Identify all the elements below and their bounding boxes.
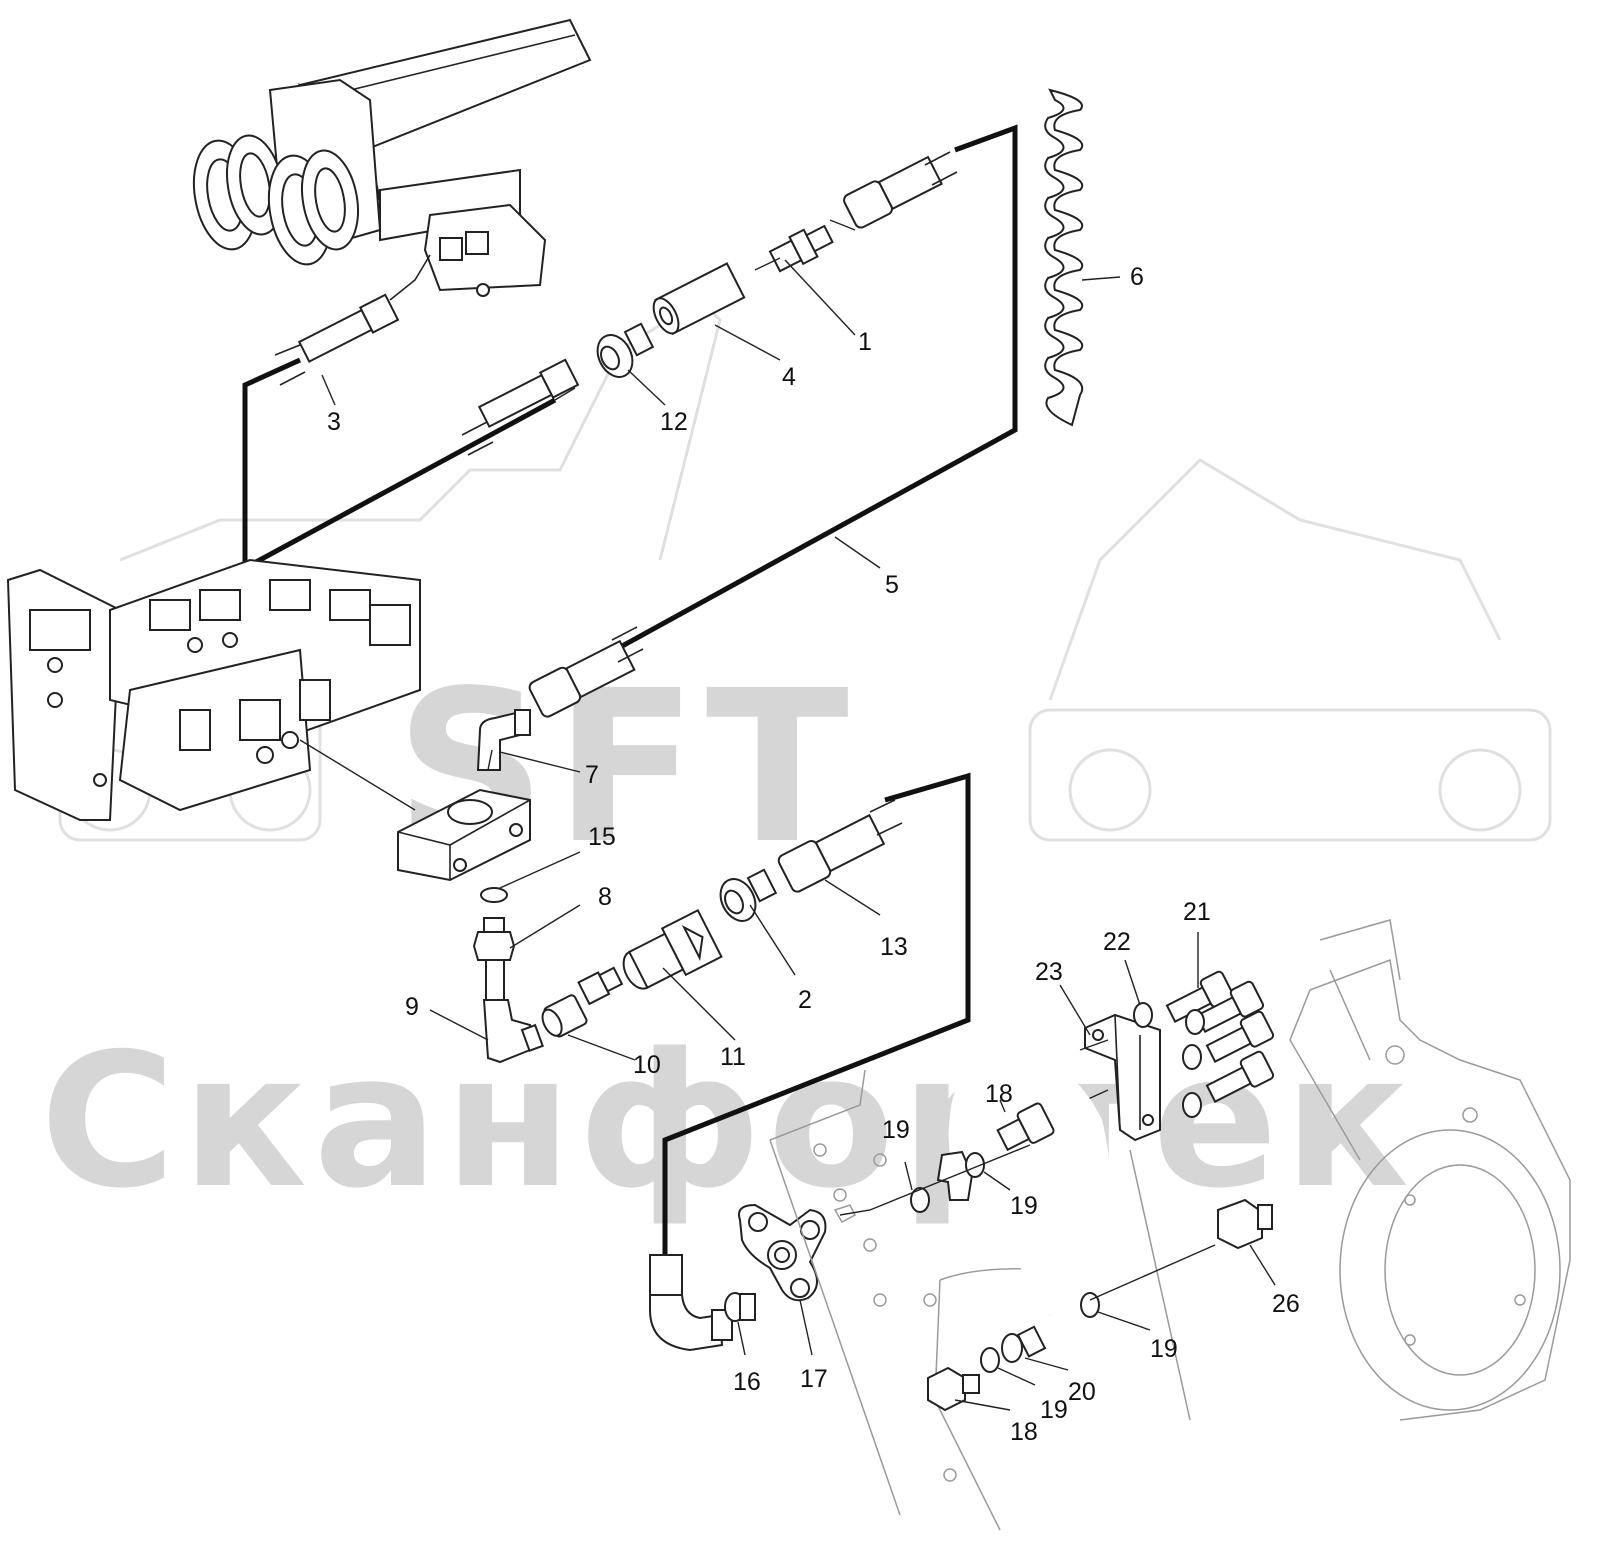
hose-end-13 xyxy=(777,799,903,893)
watermark-company: Сканфортек xyxy=(40,1013,1415,1229)
callout-1[interactable]: 1 xyxy=(858,328,872,356)
callout-6[interactable]: 6 xyxy=(1130,263,1144,291)
callout-19-upper-right[interactable]: 19 xyxy=(1010,1192,1038,1220)
nut-26 xyxy=(1217,1198,1273,1250)
adapter-1 xyxy=(768,224,834,273)
fitting-12 xyxy=(596,322,655,378)
clamp-block xyxy=(397,788,531,882)
adapter-20 xyxy=(1001,1325,1047,1363)
callout-5[interactable]: 5 xyxy=(885,571,899,599)
fitting-16 xyxy=(724,1292,756,1322)
callout-15[interactable]: 15 xyxy=(588,823,616,851)
callout-9[interactable]: 9 xyxy=(405,993,419,1021)
callout-19-right[interactable]: 19 xyxy=(1150,1335,1178,1363)
elbow-lower xyxy=(649,1254,733,1352)
callout-7[interactable]: 7 xyxy=(585,761,599,789)
callout-16[interactable]: 16 xyxy=(733,1368,761,1396)
callout-18-upper[interactable]: 18 xyxy=(985,1080,1013,1108)
elbow-9 xyxy=(482,999,544,1064)
fitting-2 xyxy=(719,868,778,922)
coupling-11 xyxy=(622,908,723,990)
callout-3[interactable]: 3 xyxy=(327,408,341,436)
hose-3 xyxy=(242,254,580,573)
callout-4[interactable]: 4 xyxy=(782,363,796,391)
callout-21[interactable]: 21 xyxy=(1183,898,1211,926)
banjo-bolt-18 xyxy=(996,1102,1055,1152)
callout-22[interactable]: 22 xyxy=(1103,928,1131,956)
hose-end-upper xyxy=(843,151,958,229)
plug-18 xyxy=(927,1366,980,1412)
callouts: 1 2 3 4 5 6 7 8 9 10 11 12 13 15 16 17 1 xyxy=(321,259,1300,1446)
callout-12[interactable]: 12 xyxy=(660,408,688,436)
callout-19-upper-left[interactable]: 19 xyxy=(882,1116,910,1144)
watermark-excavator-right xyxy=(1028,458,1552,842)
hose-lower xyxy=(662,772,971,1260)
hose-5 xyxy=(613,124,1018,653)
callout-11[interactable]: 11 xyxy=(720,1043,746,1071)
washer-19 xyxy=(910,1152,1100,1373)
callout-20[interactable]: 20 xyxy=(1068,1378,1096,1406)
callout-8[interactable]: 8 xyxy=(598,883,612,911)
adapter-8 xyxy=(472,917,516,1001)
adapter-10b xyxy=(577,966,624,1006)
watermark: SFT Сканфортек xyxy=(40,298,1552,1229)
o-ring-15 xyxy=(480,887,508,903)
callout-17[interactable]: 17 xyxy=(800,1365,828,1393)
rotator-housing xyxy=(769,919,1571,1531)
nut-10 xyxy=(541,994,588,1038)
flange-17 xyxy=(738,1203,827,1302)
rotator-rolls xyxy=(192,134,359,266)
washer-22 xyxy=(1133,1002,1205,1118)
hose-end-middle xyxy=(528,626,644,718)
callout-13[interactable]: 13 xyxy=(880,933,908,961)
callout-2[interactable]: 2 xyxy=(798,986,812,1014)
spiral-guard-6 xyxy=(1044,88,1084,427)
boom-head-assembly xyxy=(192,18,592,297)
callout-19-lower[interactable]: 19 xyxy=(1040,1396,1068,1424)
hose-small xyxy=(948,1057,1111,1317)
callout-10[interactable]: 10 xyxy=(633,1051,661,1079)
callout-23[interactable]: 23 xyxy=(1035,958,1063,986)
bolt-21 xyxy=(1165,970,1275,1104)
callout-18-lower[interactable]: 18 xyxy=(1010,1418,1038,1446)
coupling-4 xyxy=(652,262,746,336)
bracket-23 xyxy=(1084,1013,1161,1142)
control-valve-block xyxy=(6,558,421,821)
callout-26[interactable]: 26 xyxy=(1272,1290,1300,1318)
elbow-7 xyxy=(476,709,531,771)
